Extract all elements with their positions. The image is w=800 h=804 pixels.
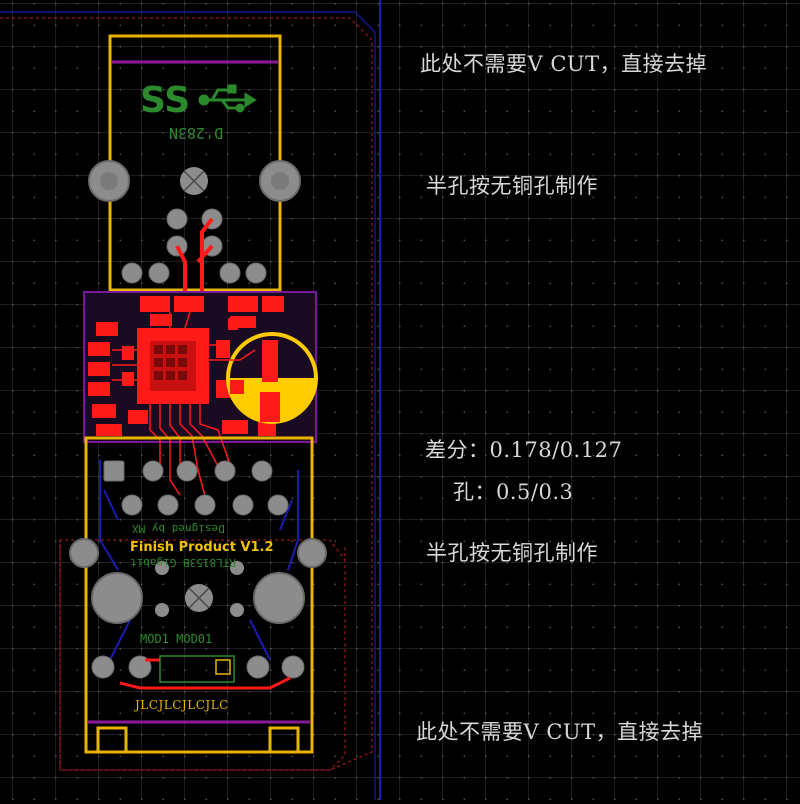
annotation-diff-pair: 差分：0.178/0.127 — [425, 438, 623, 462]
usb-version-text: D'283N — [169, 124, 223, 142]
header-pads-row-2[interactable] — [121, 494, 289, 516]
annotation-hole: 孔：0.5/0.3 — [453, 480, 574, 504]
bottom-red-traces — [119, 658, 291, 690]
bottom-smd-outline — [159, 655, 235, 683]
small-pad-right-2[interactable] — [230, 603, 244, 617]
mount-hole-top-right-inner — [271, 172, 289, 190]
panel-outline-dashed — [0, 17, 373, 771]
usb-icon — [198, 84, 257, 113]
mod-label: MOD1 MOD01 — [140, 632, 213, 646]
product-title: Finish Product V1.2 — [130, 540, 274, 555]
crystal-icon[interactable] — [226, 332, 318, 424]
mount-hole-mid-left[interactable] — [69, 538, 99, 568]
bottom-layer-traces — [99, 460, 299, 661]
switch-hole-left[interactable] — [91, 572, 143, 624]
silk-mirror-rtl: RTL8153B Gigabit — [130, 556, 236, 569]
jlc-silk-text: JLCJLCJLCJLC — [135, 698, 229, 712]
small-pad-left[interactable] — [155, 561, 169, 575]
mount-hole-top-left-inner — [100, 172, 118, 190]
small-pad-right[interactable] — [230, 561, 244, 575]
annotation-half-hole-1: 半孔按无铜孔制作 — [426, 174, 598, 198]
panel-edge-blue-left — [0, 11, 376, 800]
usb-logo-text: SS — [140, 80, 190, 121]
lower-board-outline — [84, 436, 314, 754]
center-via-top[interactable] — [180, 167, 208, 195]
connector-tab-right — [268, 726, 300, 754]
center-via-bottom[interactable] — [185, 584, 213, 612]
section-dashed-border — [59, 540, 346, 771]
switch-hole-right[interactable] — [253, 572, 305, 624]
ic-fanout-traces — [112, 311, 256, 501]
connector-tab-left — [96, 726, 128, 754]
qfn-ic[interactable] — [137, 328, 209, 404]
annotation-bottom-vcut: 此处不需要V CUT，直接去掉 — [416, 720, 704, 744]
usb-red-traces — [175, 217, 214, 300]
silk-mirror-designed: Designed by MX — [132, 522, 225, 535]
annotation-top-vcut: 此处不需要V CUT，直接去掉 — [420, 52, 708, 76]
header-pads-row-1[interactable] — [103, 460, 273, 482]
bottom-smd-pad[interactable] — [215, 659, 231, 675]
annotation-half-hole-2: 半孔按无铜孔制作 — [426, 541, 598, 565]
mount-hole-mid-right[interactable] — [297, 538, 327, 568]
small-pad-left-2[interactable] — [155, 603, 169, 617]
